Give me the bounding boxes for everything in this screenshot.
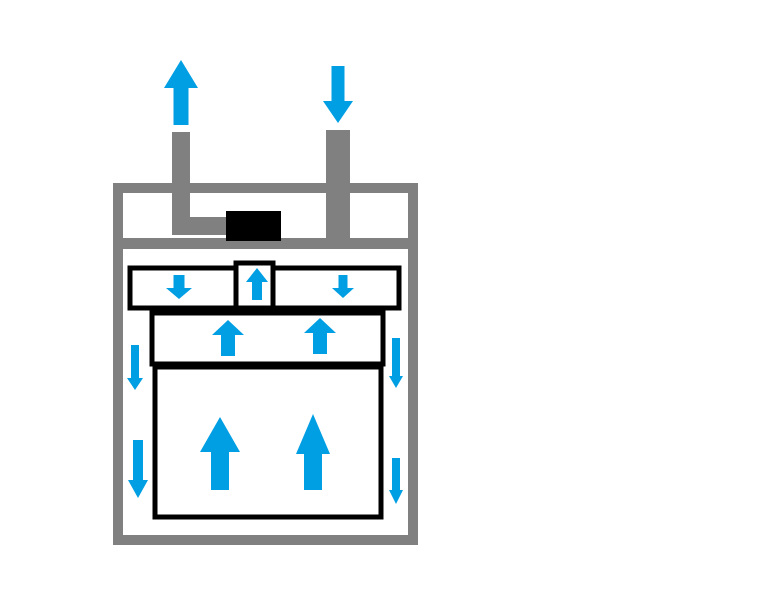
filter-box <box>149 310 386 367</box>
arrow-side-left-lower-down-icon <box>128 440 148 498</box>
arrow-chamber-left-up-icon <box>200 417 240 490</box>
arrow-fan-outlet-up-icon <box>246 268 268 300</box>
outer-casing <box>113 183 418 545</box>
exhaust-duct <box>172 132 226 235</box>
arrow-filter-right-up-icon <box>304 318 336 354</box>
arrow-plenum-left-down-icon <box>166 275 192 299</box>
casing-divider <box>118 238 413 249</box>
arrow-chamber-right-up-icon <box>296 414 330 490</box>
work-chamber <box>152 364 384 520</box>
arrow-plenum-right-down-icon <box>332 275 354 298</box>
arrow-layer <box>127 60 403 504</box>
arrow-filter-left-up-icon <box>212 320 244 356</box>
arrow-intake-down-icon <box>323 66 353 123</box>
fan-unit <box>226 211 281 241</box>
arrow-side-left-upper-down-icon <box>127 345 143 390</box>
arrow-exhaust-up-icon <box>164 60 198 125</box>
arrow-side-right-upper-down-icon <box>389 338 403 388</box>
arrow-side-right-lower-down-icon <box>389 458 403 504</box>
